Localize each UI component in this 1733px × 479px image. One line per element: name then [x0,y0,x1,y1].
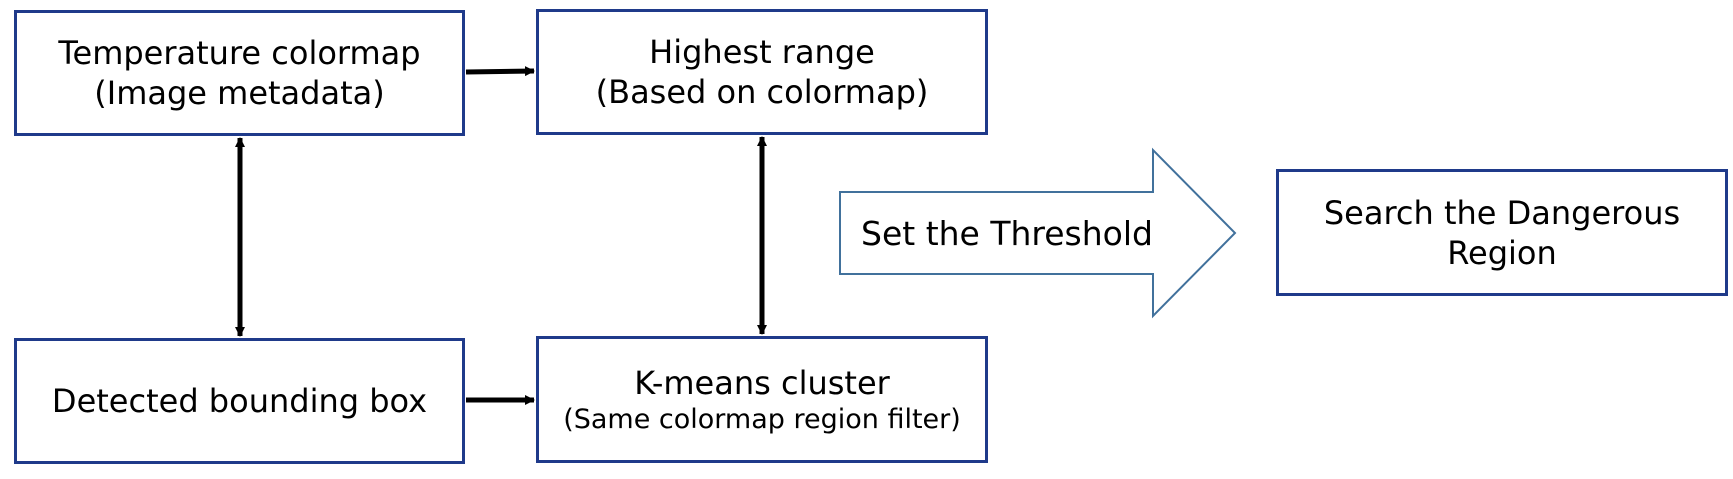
threshold-block-arrow [839,147,1237,319]
kmeans-cluster-subtitle: (Same colormap region filter) [563,403,961,435]
detected-bounding-box-box: Detected bounding box [14,338,465,464]
temperature-colormap-subtitle: (Image metadata) [94,74,385,112]
detected-bounding-box-title: Detected bounding box [51,382,428,420]
search-dangerous-region-line1: Search the Dangerous [1323,193,1681,232]
highest-range-box: Highest range (Based on colormap) [536,9,988,135]
highest-range-subtitle: (Based on colormap) [595,73,929,111]
arrow-temp-to-highest [465,66,535,77]
search-dangerous-region-box: Search the Dangerous Region [1276,169,1728,296]
temperature-colormap-box: Temperature colormap (Image metadata) [14,10,465,136]
kmeans-cluster-box: K-means cluster (Same colormap region fi… [536,336,988,463]
search-dangerous-region-line2: Region [1447,233,1557,272]
set-threshold-label: Set the Threshold [861,214,1153,253]
kmeans-cluster-title: K-means cluster [634,363,890,402]
highest-range-title: Highest range [649,33,875,71]
temperature-colormap-title: Temperature colormap [58,34,421,72]
